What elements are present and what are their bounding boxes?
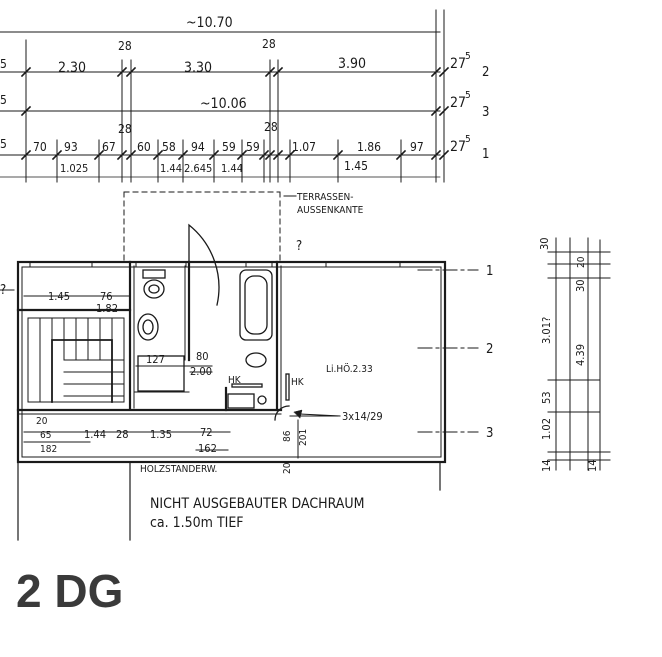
- dim-r3-sup: 5: [465, 90, 471, 101]
- question-mark: ?: [296, 239, 302, 254]
- dim-r1-3: 67: [102, 140, 116, 154]
- dim-r1-13: 5: [465, 134, 471, 145]
- side-dim-30b: 30: [574, 279, 587, 292]
- dim-r1-12: 27: [450, 139, 466, 155]
- wood-stand-label: HOLZSTANDERW.: [140, 464, 217, 475]
- overall-length-1: ~10.70: [186, 15, 233, 31]
- dim-sub-2: 2.645: [184, 162, 212, 175]
- side-dim-53: 53: [540, 391, 553, 404]
- dim-r2-4: 28: [262, 37, 276, 51]
- dim-r1-10: 1.86: [357, 140, 381, 154]
- side-dim-14a: 14: [540, 459, 553, 472]
- terrace-label-2: AUSSENKANTE: [297, 205, 364, 216]
- axis-marker-1: 1: [486, 264, 493, 279]
- dimension-ticks: [20, 66, 450, 161]
- dim-r1-8: 59: [246, 140, 260, 154]
- dim-r2-7: 5: [465, 51, 471, 62]
- dim-r1-2: 93: [64, 140, 78, 154]
- dim-76: 76: [100, 290, 113, 303]
- row-marker-3: 3: [482, 105, 489, 120]
- dim-162: 162: [198, 442, 217, 455]
- dim-1-35: 1.35: [150, 428, 172, 441]
- terrace-label-1: TERRASSEN-: [296, 192, 354, 203]
- dim-r2-3: 3.30: [184, 60, 212, 76]
- terrace-outline: [123, 191, 281, 263]
- dim-r1-28a: 28: [118, 122, 132, 136]
- side-dim-14b: 14: [586, 459, 599, 472]
- dim-1-82-top: 1.82: [96, 302, 118, 315]
- dim-1-45: 1.45: [48, 290, 70, 303]
- dim-r2-2: 28: [118, 39, 132, 53]
- dim-20: 20: [36, 416, 48, 427]
- overall-length-3: ~10.06: [200, 96, 247, 112]
- dim-r1-28b: 28: [264, 120, 278, 134]
- dim-r2-1: 2.30: [58, 60, 86, 76]
- dim-65: 65: [40, 430, 51, 441]
- dim-28: 28: [116, 428, 129, 441]
- question-mark-left: ?: [0, 283, 6, 298]
- dim-127: 127: [146, 353, 165, 366]
- side-dim-1-02: 1.02: [540, 418, 553, 440]
- dim-20b: 20: [282, 462, 293, 474]
- stairs-leader: [299, 413, 341, 417]
- side-dim-4-39: 4.39: [574, 344, 587, 366]
- axis-lines: [0, 269, 479, 433]
- dim-r1-4: 60: [137, 140, 151, 154]
- walls: [16, 260, 447, 464]
- dim-86: 86: [282, 430, 293, 442]
- dim-r3-right: 27: [450, 95, 466, 111]
- axis-marker-2: 2: [486, 342, 493, 357]
- roof-outline: [17, 461, 441, 541]
- dim-201: 201: [298, 429, 309, 446]
- axis-marker-3: 3: [486, 426, 493, 441]
- stairs-spec: 3x14/29: [342, 410, 383, 423]
- row-marker-1: 1: [482, 147, 489, 162]
- dim-r1-9: 1.07: [292, 140, 316, 154]
- fixtures: [137, 269, 290, 421]
- side-dim-3-01: 3.01?: [540, 317, 553, 344]
- room-height: Li.HÖ.2.33: [326, 362, 373, 375]
- dim-r1-11: 97: [410, 140, 424, 154]
- dim-80: 80: [196, 350, 209, 363]
- dim-r1-6: 94: [191, 140, 205, 154]
- door-swing: [188, 223, 220, 306]
- dim-r2-6: 27: [450, 56, 466, 72]
- dim-r2-0: 5: [0, 57, 7, 71]
- dim-sub-4: 1.45: [344, 159, 368, 173]
- row-marker-2: 2: [482, 65, 489, 80]
- dim-182: 182: [40, 444, 57, 455]
- windows: [29, 261, 401, 268]
- dimension-chains: [0, 9, 445, 183]
- dim-r2-5: 3.90: [338, 56, 366, 72]
- dim-sub-1: 1.44: [160, 162, 182, 175]
- dim-2-00: 2.00: [190, 365, 212, 378]
- dim-r1-0: 5: [0, 137, 7, 151]
- heater-hk-1: HK: [228, 375, 242, 386]
- dim-r1-5: 58: [162, 140, 176, 154]
- side-dimension-column: [547, 237, 611, 471]
- heater-hk-2: HK: [291, 377, 305, 388]
- roof-space-label: NICHT AUSGEBAUTER DACHRAUM: [150, 496, 365, 512]
- staircase: [27, 317, 125, 403]
- side-dim-30: 30: [538, 237, 551, 250]
- dim-sub-0: 1.025: [60, 162, 88, 175]
- roof-space-depth: ca. 1.50m TIEF: [150, 515, 244, 531]
- dim-72: 72: [200, 426, 213, 439]
- dim-sub-3: 1.44: [221, 162, 243, 175]
- dim-1-44: 1.44: [84, 428, 106, 441]
- floor-label: 2 DG: [16, 565, 123, 617]
- dim-r3-left: 5: [0, 93, 7, 107]
- dim-r1-1: 70: [33, 140, 47, 154]
- dim-r1-7: 59: [222, 140, 236, 154]
- side-dim-20: 20: [576, 256, 587, 268]
